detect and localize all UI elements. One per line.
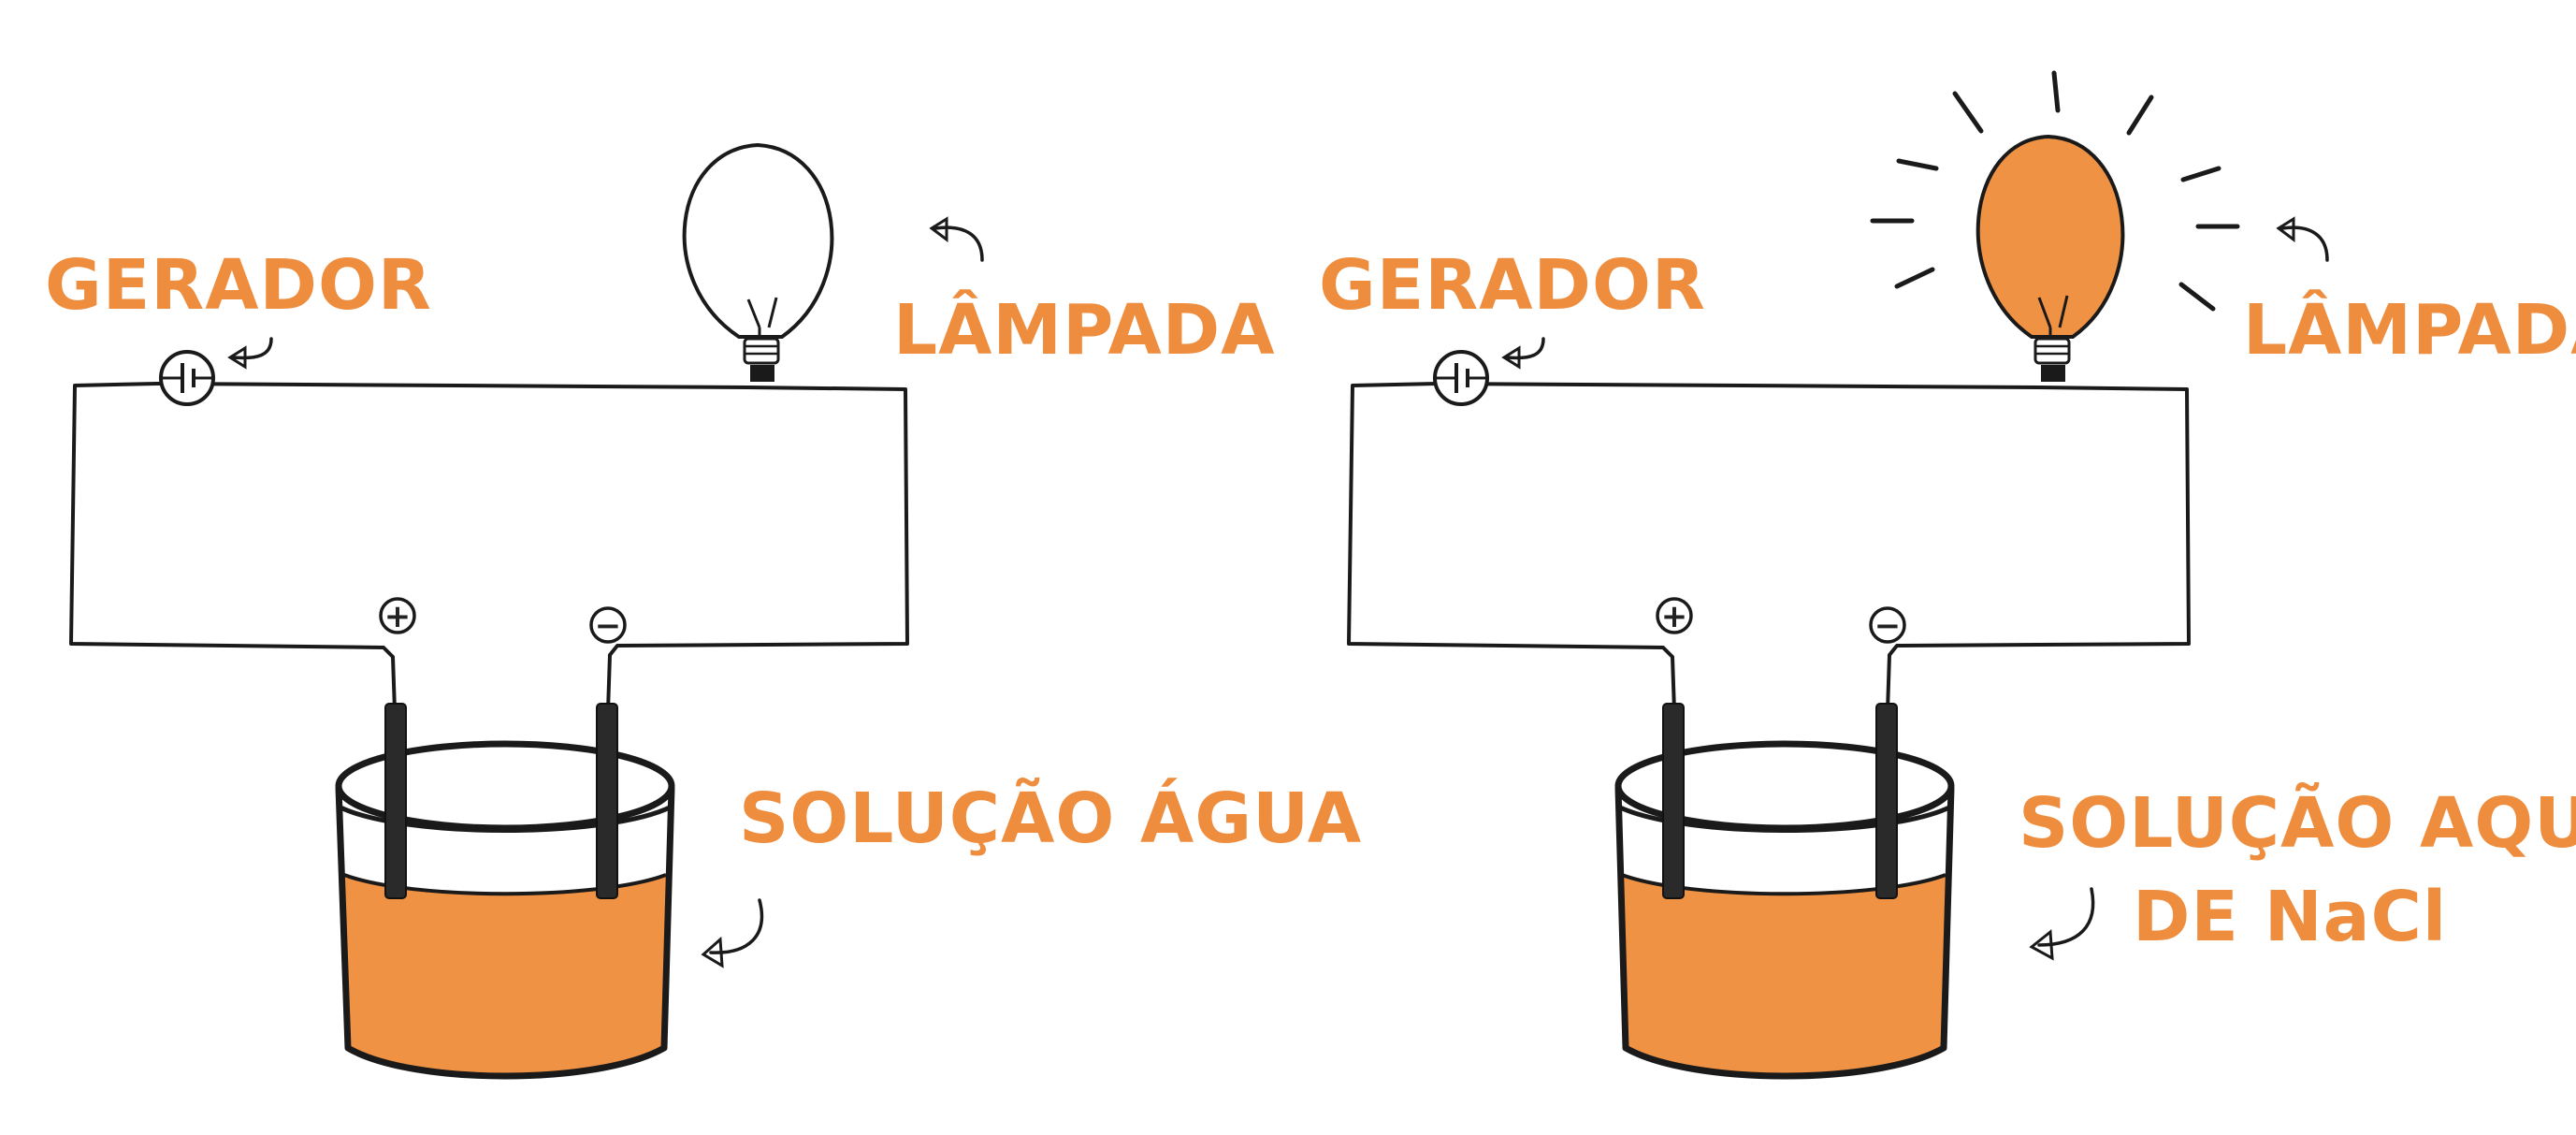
arrow-icon [2029,929,2054,961]
arrow-icon [2280,226,2329,262]
beaker-icon [335,740,675,1080]
right-wire-loop [1437,382,2191,713]
svg-text:+: + [384,598,412,635]
electrode-icon [1662,703,1898,899]
negative-terminal-icon: − [1869,606,1906,645]
electrode-icon [384,703,618,899]
arrow-icon [1501,345,1521,370]
lamp-icon [682,142,834,382]
lamp-label: LÂMPADA [893,288,1275,371]
arrow-icon [929,216,948,242]
left-wire-loop-2 [69,382,397,713]
positive-terminal-icon: + [379,597,416,635]
solution-label: SOLUÇÃO ÁGUA [739,777,1362,859]
right-circuit: + − GERADOR LÂMPADA SOLUÇÃO AQUOSA DE Na… [1319,70,2576,1080]
generator-label: GERADOR [45,245,432,326]
arrow-icon [701,936,724,968]
left-circuit: + − GERADOR LÂMPADA SOLU [45,142,1362,1080]
lamp-icon [1975,134,2125,382]
positive-terminal-icon: + [1656,597,1693,635]
generator-label: GERADOR [1319,245,1706,326]
arrow-icon [227,345,247,370]
solution-label-line1: SOLUÇÃO AQUOSA [2019,781,2576,864]
arrow-icon [933,226,984,262]
negative-terminal-icon: − [589,606,627,645]
svg-text:−: − [595,607,622,645]
svg-text:−: − [1874,607,1902,645]
svg-text:+: + [1661,598,1688,635]
arrow-icon [2037,887,2095,947]
arrow-icon [1506,337,1545,360]
generator-icon [159,350,215,406]
beaker-icon [1614,740,1955,1080]
generator-icon [1433,350,1489,406]
solution-label-line2: DE NaCl [2133,877,2447,957]
left-wire-loop [155,382,909,713]
arrow-icon [2276,216,2295,242]
arrow-icon [232,337,273,360]
light-ray-icon [1870,70,2240,312]
arrow-icon [709,898,764,954]
lamp-label: LÂMPADA [2243,288,2576,371]
right-wire-loop-2 [1347,382,1676,713]
